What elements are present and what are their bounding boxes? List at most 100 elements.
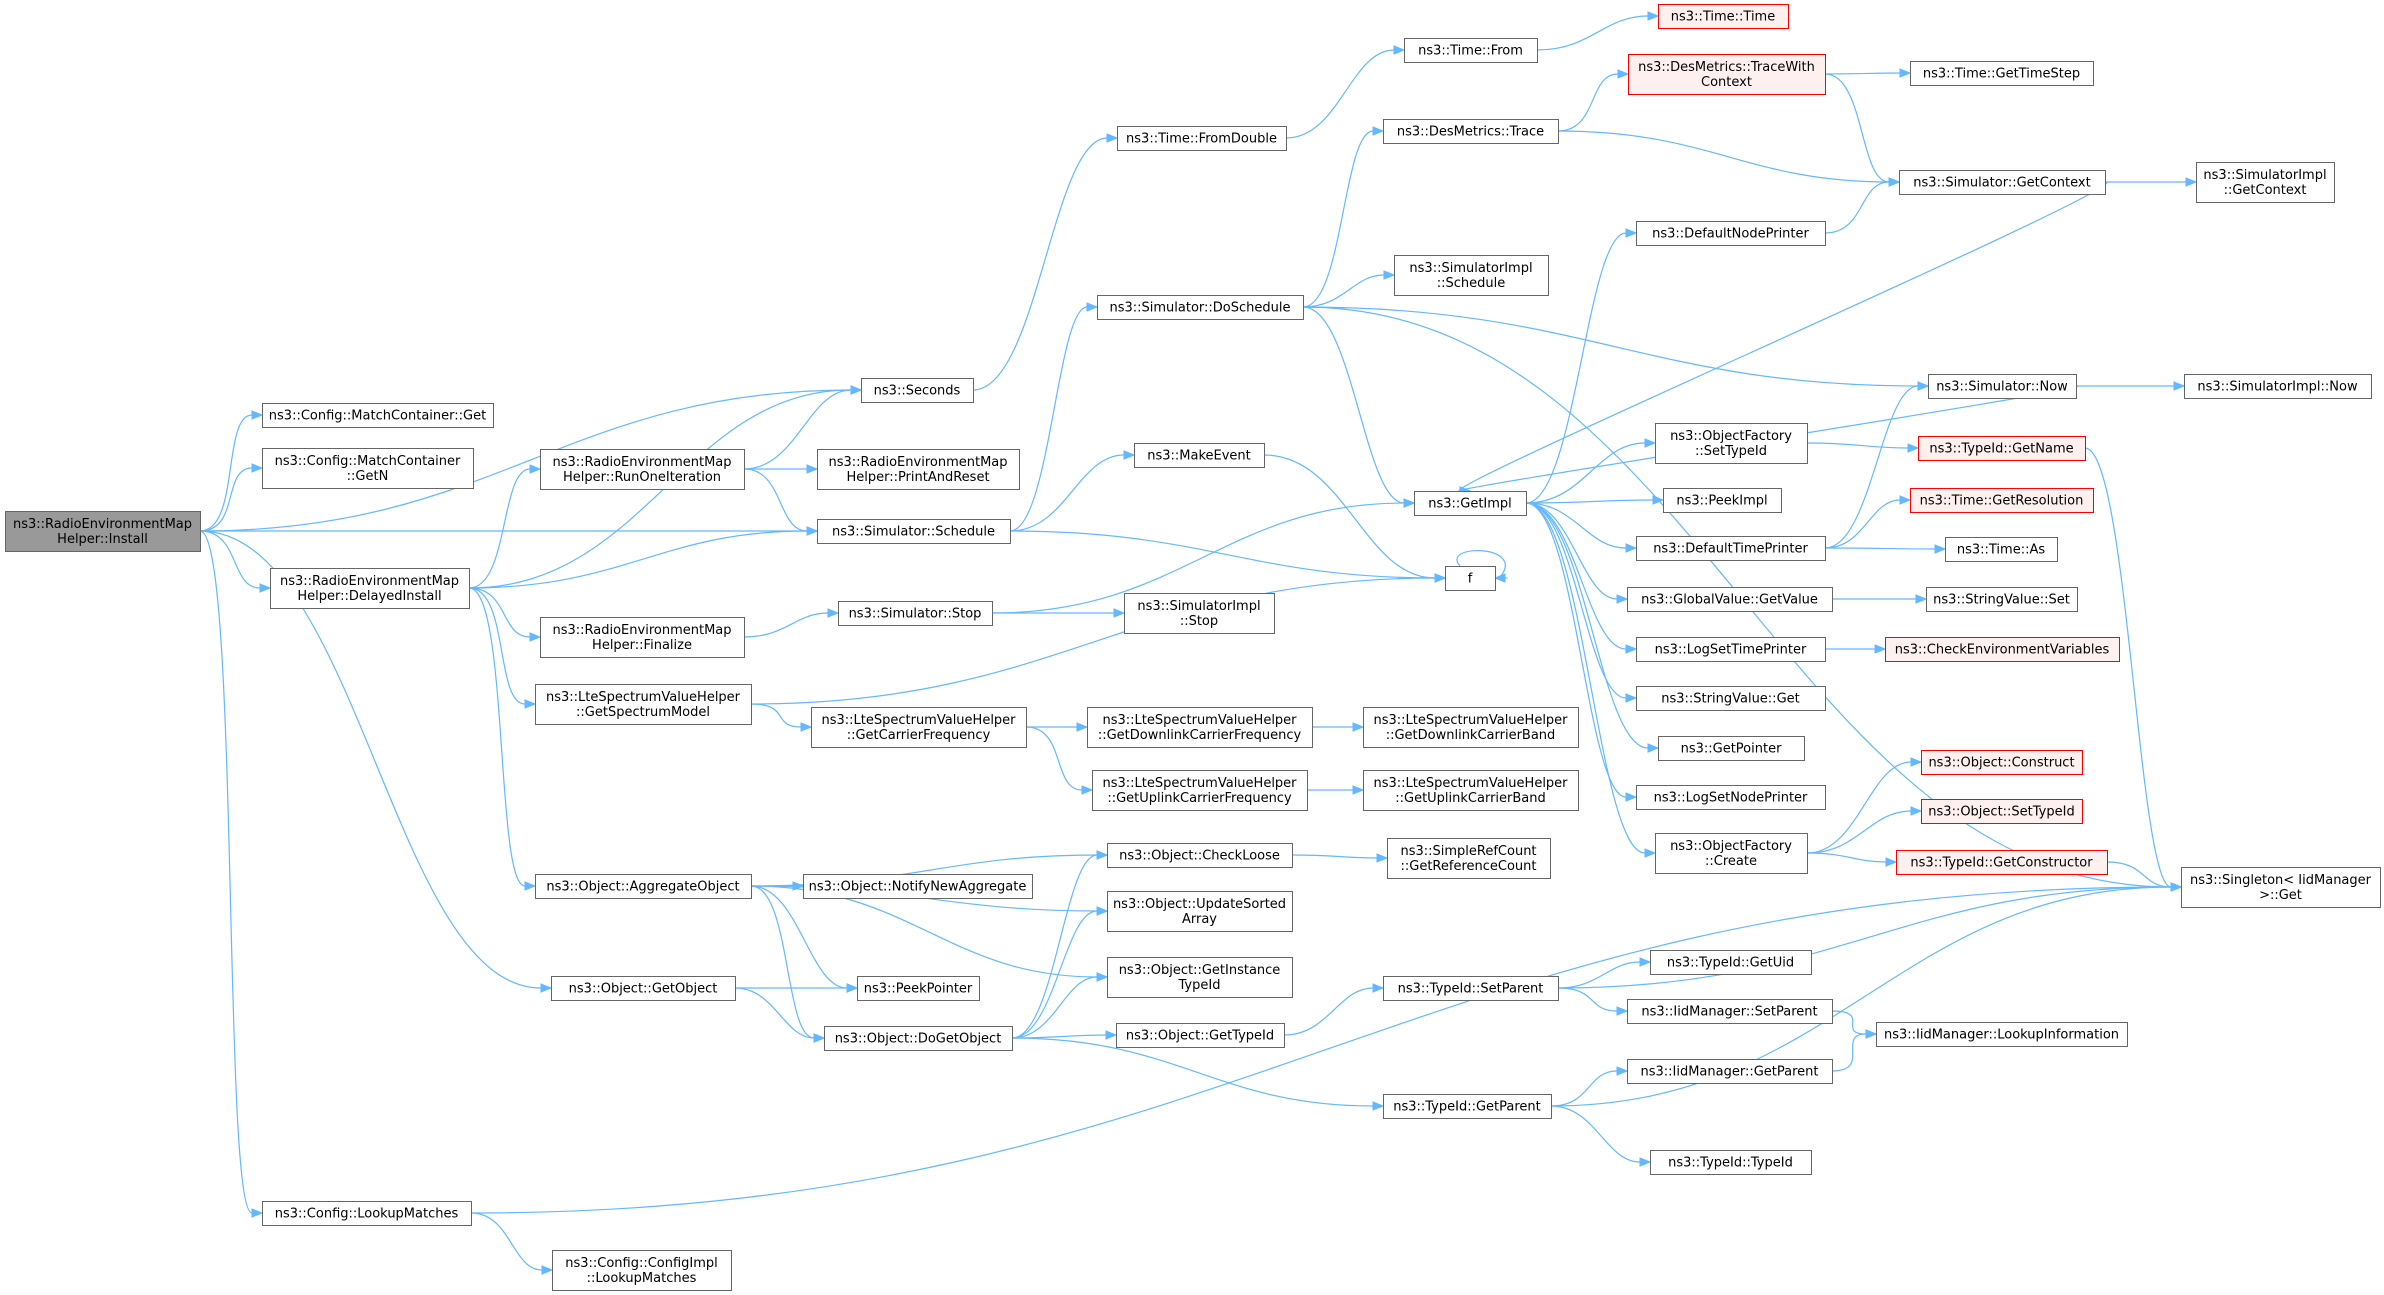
node-setparent[interactable]: ns3::TypeId::SetParent xyxy=(1383,976,1559,1001)
edge-line xyxy=(1824,385,1919,549)
node-mc-getn[interactable]: ns3::Config::MatchContainer::GetN xyxy=(262,448,474,489)
node-label: ::Stop xyxy=(1180,614,1218,629)
edge-line xyxy=(1302,306,1405,504)
node-getimpl[interactable]: ns3::GetImpl xyxy=(1414,491,1527,516)
node-runone[interactable]: ns3::RadioEnvironmentMapHelper::RunOneIt… xyxy=(540,449,745,490)
node-checkenv[interactable]: ns3::CheckEnvironmentVariables xyxy=(1885,637,2120,662)
node-dlcarrierfreq[interactable]: ns3::LteSpectrumValueHelper::GetDownlink… xyxy=(1087,707,1313,748)
node-getcontext[interactable]: ns3::Simulator::GetContext xyxy=(1899,170,2106,195)
node-box xyxy=(262,1201,472,1226)
edge-line xyxy=(734,987,815,1039)
node-singleton-get[interactable]: ns3::Singleton< IidManager >::Get xyxy=(2181,867,2381,908)
node-stop[interactable]: ns3::Simulator::Stop xyxy=(838,601,993,626)
node-box xyxy=(824,1026,1013,1051)
node-fromdouble[interactable]: ns3::Time::FromDouble xyxy=(1117,126,1287,151)
node-cfgimpl-lookup[interactable]: ns3::Config::ConfigImpl::LookupMatches xyxy=(552,1250,732,1291)
node-lookupinfo[interactable]: ns3::IidManager::LookupInformation xyxy=(1876,1022,2128,1047)
node-sim-now[interactable]: ns3::Simulator::Now xyxy=(1928,374,2077,399)
node-peekpointer[interactable]: ns3::PeekPointer xyxy=(857,976,980,1001)
node-seconds[interactable]: ns3::Seconds xyxy=(861,378,974,403)
node-label: ns3::Simulator::DoSchedule xyxy=(1109,301,1290,316)
node-label: ns3::RadioEnvironmentMap xyxy=(280,574,459,589)
node-getspecmodel[interactable]: ns3::LteSpectrumValueHelper::GetSpectrum… xyxy=(535,684,752,725)
node-box xyxy=(857,976,980,1001)
node-ulcarrierband[interactable]: ns3::LteSpectrumValueHelper::GetUplinkCa… xyxy=(1363,770,1579,811)
node-getname[interactable]: ns3::TypeId::GetName xyxy=(1918,436,2086,461)
node-ulcarrierfreq[interactable]: ns3::LteSpectrumValueHelper::GetUplinkCa… xyxy=(1092,770,1308,811)
node-printreset[interactable]: ns3::RadioEnvironmentMapHelper::PrintAnd… xyxy=(817,449,1020,490)
node-destrace[interactable]: ns3::DesMetrics::Trace xyxy=(1383,119,1559,144)
node-objfac-create[interactable]: ns3::ObjectFactory::Create xyxy=(1655,833,1808,874)
node-defnodeprinter[interactable]: ns3::DefaultNodePrinter xyxy=(1636,221,1826,246)
node-box xyxy=(1383,119,1559,144)
node-makeevent[interactable]: ns3::MakeEvent xyxy=(1134,443,1265,468)
edge-checkloose-to-refcount xyxy=(1291,853,1389,863)
node-notifynewagg[interactable]: ns3::Object::NotifyNewAggregate xyxy=(803,874,1033,899)
node-simimpl-now[interactable]: ns3::SimulatorImpl::Now xyxy=(2184,374,2372,399)
node-deftimeprinter[interactable]: ns3::DefaultTimePrinter xyxy=(1636,536,1826,561)
node-simimpl-stop[interactable]: ns3::SimulatorImpl::Stop xyxy=(1124,593,1275,634)
node-getparent[interactable]: ns3::TypeId::GetParent xyxy=(1383,1094,1552,1119)
node-label: ::GetSpectrumModel xyxy=(576,705,710,720)
node-getresolution[interactable]: ns3::Time::GetResolution xyxy=(1910,488,2094,513)
edge-line xyxy=(1011,854,1098,1039)
node-carrierfreq[interactable]: ns3::LteSpectrumValueHelper::GetCarrierF… xyxy=(811,707,1027,748)
node-getpointer[interactable]: ns3::GetPointer xyxy=(1658,736,1805,761)
node-logsettimeprinter[interactable]: ns3::LogSetTimePrinter xyxy=(1636,637,1826,662)
arrowhead-icon xyxy=(1383,270,1396,280)
node-dlcarrierband[interactable]: ns3::LteSpectrumValueHelper::GetDownlink… xyxy=(1363,707,1579,748)
edge-delayed-to-aggregate xyxy=(468,587,537,891)
node-getuid[interactable]: ns3::TypeId::GetUid xyxy=(1650,950,1812,975)
node-box xyxy=(1658,736,1805,761)
node-aggregate[interactable]: ns3::Object::AggregateObject xyxy=(535,874,752,899)
node-iid-getparent[interactable]: ns3::IidManager::GetParent xyxy=(1627,1059,1833,1084)
node-gettimestep[interactable]: ns3::Time::GetTimeStep xyxy=(1910,61,2094,86)
node-iid-setparent[interactable]: ns3::IidManager::SetParent xyxy=(1627,999,1833,1024)
node-box xyxy=(1116,1023,1285,1048)
node-stringvalue-set[interactable]: ns3::StringValue::Set xyxy=(1926,587,2078,612)
node-getobject[interactable]: ns3::Object::GetObject xyxy=(551,976,736,1001)
node-schedule[interactable]: ns3::Simulator::Schedule xyxy=(817,519,1011,544)
node-peekimpl[interactable]: ns3::PeekImpl xyxy=(1663,488,1782,513)
edge-line xyxy=(199,414,253,532)
node-globalvalue-get[interactable]: ns3::GlobalValue::GetValue xyxy=(1627,587,1833,612)
edge-line xyxy=(750,885,815,1039)
node-lookupmatches[interactable]: ns3::Config::LookupMatches xyxy=(262,1201,472,1226)
node-doschedule[interactable]: ns3::Simulator::DoSchedule xyxy=(1097,295,1304,320)
node-delayed[interactable]: ns3::RadioEnvironmentMapHelper::DelayedI… xyxy=(270,568,470,609)
node-dogetobject[interactable]: ns3::Object::DoGetObject xyxy=(824,1026,1013,1051)
node-label: ns3::Object::DoGetObject xyxy=(835,1032,1002,1047)
node-f[interactable]: f xyxy=(1445,566,1496,591)
node-refcount[interactable]: ns3::SimpleRefCount::GetReferenceCount xyxy=(1387,838,1551,879)
node-checkloose[interactable]: ns3::Object::CheckLoose xyxy=(1107,843,1293,868)
edge-runone-to-seconds xyxy=(743,385,863,470)
node-logsetnodeprinter[interactable]: ns3::LogSetNodePrinter xyxy=(1636,785,1826,810)
node-time-as[interactable]: ns3::Time::As xyxy=(1945,537,2058,562)
node-objfac-settypeid[interactable]: ns3::ObjectFactory::SetTypeId xyxy=(1655,423,1808,464)
edge-line xyxy=(470,1212,543,1271)
node-typeid-typeid[interactable]: ns3::TypeId::TypeId xyxy=(1650,1150,1812,1175)
edge-destrace-to-getcontext xyxy=(1557,130,1901,187)
arrowhead-icon xyxy=(1639,957,1652,967)
node-stringvalue-get[interactable]: ns3::StringValue::Get xyxy=(1636,686,1826,711)
node-time-time[interactable]: ns3::Time::Time xyxy=(1658,4,1789,29)
edge-delayed-to-schedule xyxy=(468,526,819,589)
node-gettypeid[interactable]: ns3::Object::GetTypeId xyxy=(1116,1023,1285,1048)
node-getconstructor[interactable]: ns3::TypeId::GetConstructor xyxy=(1896,850,2108,875)
node-obj-construct[interactable]: ns3::Object::Construct xyxy=(1921,750,2083,775)
node-simimpl-getcontext[interactable]: ns3::SimulatorImpl::GetContext xyxy=(2196,162,2335,203)
node-simimpl-schedule[interactable]: ns3::SimulatorImpl::Schedule xyxy=(1394,255,1549,296)
node-box xyxy=(1663,488,1782,513)
node-box xyxy=(1087,707,1313,748)
node-mc-get[interactable]: ns3::Config::MatchContainer::Get xyxy=(262,403,494,428)
arrowhead-icon xyxy=(1625,693,1638,703)
node-obj-settypeid[interactable]: ns3::Object::SetTypeId xyxy=(1921,799,2083,824)
node-label: ns3::Singleton< IidManager xyxy=(2190,873,2372,888)
edge-deftimeprinter-to-time-as xyxy=(1824,544,1947,554)
node-time-from[interactable]: ns3::Time::From xyxy=(1404,38,1538,63)
